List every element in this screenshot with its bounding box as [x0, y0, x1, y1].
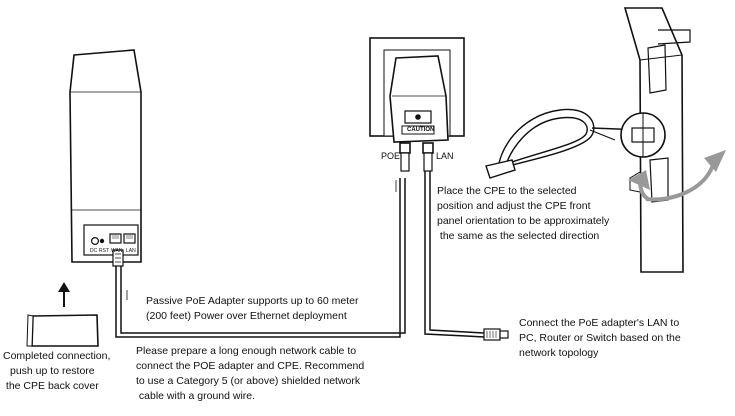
dc-port [90, 237, 99, 246]
caution-label-box [401, 125, 435, 135]
note-orientation-line-2: position and adjust the CPE front [437, 200, 591, 212]
lan-port-label: LAN [436, 151, 454, 161]
strap-detail-circle [620, 112, 666, 158]
wan-port [109, 233, 122, 244]
lan-port-adapter [422, 142, 434, 154]
rotate-arrowhead-left-icon [628, 170, 650, 190]
lan-port [123, 233, 136, 244]
cpe-rst-label: RST [99, 248, 109, 254]
network-cable [112, 171, 485, 338]
note-cable-line-2: connect the POE adapter and CPE. Recomme… [136, 360, 365, 372]
cpe-wan-label: WAN [111, 248, 123, 254]
note-lan-connect-line-2: PC, Router or Switch based on the [519, 332, 681, 344]
mounting-strap [485, 108, 616, 179]
note-passive-poe-line-2: (200 feet) Power over Ethernet deploymen… [146, 310, 347, 322]
note-cable-line-4: cable with a ground wire. [136, 390, 256, 402]
cpe-device [69, 49, 142, 263]
note-cable-line-3: to use a Category 5 (or above) shielded … [136, 375, 361, 387]
rotate-arrowhead-right-icon [704, 150, 726, 172]
note-cover-line-3: the CPE back cover [3, 380, 99, 392]
note-orientation-line-4: the same as the selected direction [437, 230, 600, 242]
note-lan-connect-line-3: network topology [519, 347, 599, 359]
rj45-plug-icon [483, 328, 509, 341]
push-up-arrow-icon [58, 282, 70, 307]
cpe-port-panel [83, 224, 139, 256]
cpe-dc-label: DC [90, 248, 98, 254]
note-orientation-line-1: Place the CPE to the selected [437, 185, 577, 197]
poe-port [399, 142, 411, 154]
poe-adapter [369, 37, 465, 172]
back-cover [26, 314, 99, 347]
caution-label: CAUTION [407, 127, 435, 133]
note-passive-poe-line-1: Passive PoE Adapter supports up to 60 me… [146, 295, 359, 307]
note-orientation-line-3: panel orientation to be approximately [437, 215, 610, 227]
note-cover-line-1: Completed connection, [3, 350, 111, 362]
note-cable-line-1: Please prepare a long enough network cab… [136, 345, 357, 357]
poe-port-label: POE [381, 151, 401, 161]
note-cover-line-2: push up to restore [10, 365, 95, 377]
note-lan-connect-line-1: Connect the PoE adapter's LAN to [519, 317, 680, 329]
reset-button [99, 238, 105, 244]
cpe-lan-label: LAN [126, 248, 136, 254]
